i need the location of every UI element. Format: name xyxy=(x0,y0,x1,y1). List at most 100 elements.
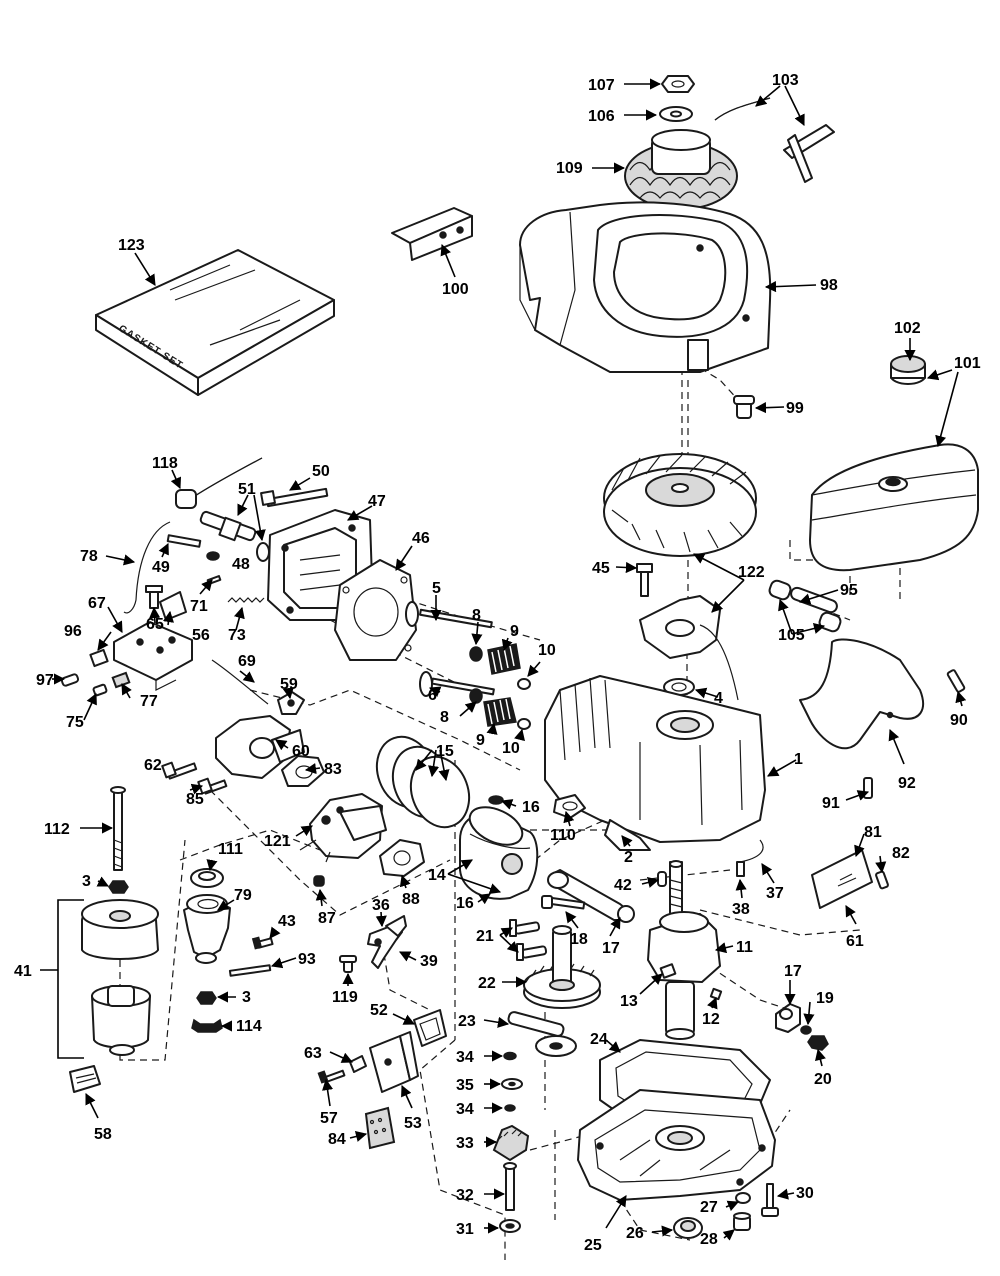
callout-32: 32 xyxy=(456,1187,474,1204)
air-cleaner-cover-part xyxy=(81,899,159,960)
blower-housing-part xyxy=(519,201,772,373)
nut-20-part xyxy=(807,1035,829,1051)
callout-91: 91 xyxy=(822,795,840,812)
callout-37: 37 xyxy=(766,885,784,902)
intake-gasket-part xyxy=(553,794,586,819)
callout-10a: 10 xyxy=(538,642,556,659)
callout-17b: 17 xyxy=(784,963,802,980)
adapter-screw-part xyxy=(161,761,198,780)
callout-83: 83 xyxy=(324,761,342,778)
fuel-cap-part xyxy=(890,355,926,385)
callout-15: 15 xyxy=(436,743,454,760)
washer-34b-part xyxy=(504,1104,516,1112)
long-bolt-part xyxy=(110,786,126,871)
callout-25: 25 xyxy=(584,1237,602,1254)
stud-part xyxy=(166,534,202,548)
callout-36: 36 xyxy=(372,897,390,914)
callout-77: 77 xyxy=(140,693,158,710)
heat-shield-part xyxy=(799,638,925,750)
crankshaft-part xyxy=(647,860,721,1040)
screw-87-part xyxy=(313,875,325,887)
callout-100: 100 xyxy=(442,281,469,298)
screw-65-part xyxy=(145,585,163,609)
callout-14: 14 xyxy=(428,867,446,884)
breather-clip-part xyxy=(349,1055,367,1073)
callout-12: 12 xyxy=(702,1011,720,1028)
callout-112: 112 xyxy=(44,821,70,838)
carb-gasket-part xyxy=(281,755,325,787)
blower-bolt-part xyxy=(733,395,755,419)
valve-spring-9a-part xyxy=(487,643,521,675)
callout-123: 123 xyxy=(118,237,145,254)
callout-3a: 3 xyxy=(82,873,91,890)
screw-small-b-part xyxy=(92,683,108,697)
callout-87: 87 xyxy=(318,910,336,927)
callout-47: 47 xyxy=(368,493,386,510)
callout-52: 52 xyxy=(370,1002,388,1019)
callout-38: 38 xyxy=(732,901,750,918)
piston-pin-clip-part xyxy=(488,795,504,805)
callout-88: 88 xyxy=(402,891,420,908)
callout-106: 106 xyxy=(588,108,615,125)
piston-part xyxy=(459,806,539,900)
callout-27: 27 xyxy=(700,1199,718,1216)
callout-24: 24 xyxy=(590,1031,608,1048)
lock-19-part xyxy=(800,1025,812,1035)
callout-71: 71 xyxy=(190,598,208,615)
callout-9a: 9 xyxy=(510,623,519,640)
callout-3b: 3 xyxy=(242,989,251,1006)
breather-filter-part xyxy=(364,1106,396,1150)
callout-51: 51 xyxy=(238,481,256,498)
governor-shaft-part xyxy=(507,1011,577,1057)
callout-5: 5 xyxy=(432,580,441,597)
callout-4: 4 xyxy=(714,690,723,707)
callout-28: 28 xyxy=(700,1231,718,1248)
callout-105: 105 xyxy=(778,627,805,644)
callout-labels: 107 106 103 109 123 100 98 102 101 99 11… xyxy=(14,72,981,1254)
carburetor-part xyxy=(299,793,387,863)
breather-gasket-part xyxy=(413,1009,447,1047)
rod-cap-part xyxy=(775,1003,801,1033)
callout-10b: 10 xyxy=(502,740,520,757)
ignition-bolt-part xyxy=(636,563,653,597)
callout-96: 96 xyxy=(64,623,82,640)
callout-41: 41 xyxy=(14,963,32,980)
callout-8a: 8 xyxy=(472,607,481,624)
callout-107: 107 xyxy=(588,77,615,94)
callout-78: 78 xyxy=(80,548,98,565)
callout-103: 103 xyxy=(772,72,799,89)
oil-sump-part xyxy=(577,1089,776,1201)
callout-67: 67 xyxy=(88,595,106,612)
spark-plug-part xyxy=(199,510,270,562)
callout-46: 46 xyxy=(412,530,430,547)
callout-9b: 9 xyxy=(476,732,485,749)
callout-22: 22 xyxy=(478,975,496,992)
callout-33: 33 xyxy=(456,1135,474,1152)
breather-part xyxy=(369,1031,419,1093)
callout-60: 60 xyxy=(292,743,310,760)
callout-53: 53 xyxy=(404,1115,422,1132)
callout-35: 35 xyxy=(456,1077,474,1094)
callout-19: 19 xyxy=(816,990,834,1007)
callout-43: 43 xyxy=(278,913,296,930)
valve-seal-8b-part xyxy=(469,688,483,704)
governor-lever-part xyxy=(367,915,407,969)
governor-pin-part xyxy=(736,861,745,877)
valve-spring-9b-part xyxy=(483,697,517,727)
callout-16a: 16 xyxy=(522,799,540,816)
callout-118: 118 xyxy=(152,455,178,472)
callout-18: 18 xyxy=(570,931,588,948)
callout-48: 48 xyxy=(232,556,250,573)
washer-small-part xyxy=(206,551,220,561)
callout-111: 111 xyxy=(218,841,243,858)
callout-6: 6 xyxy=(428,687,437,704)
callout-45: 45 xyxy=(592,560,610,577)
callout-98: 98 xyxy=(820,277,838,294)
callout-99: 99 xyxy=(786,400,804,417)
head-bolt-part xyxy=(260,487,329,508)
callout-34a: 34 xyxy=(456,1049,474,1066)
head-gasket-part xyxy=(334,559,417,661)
callout-49: 49 xyxy=(152,559,170,576)
pin-42-part xyxy=(657,871,667,887)
breather-screw-part xyxy=(317,1069,346,1084)
